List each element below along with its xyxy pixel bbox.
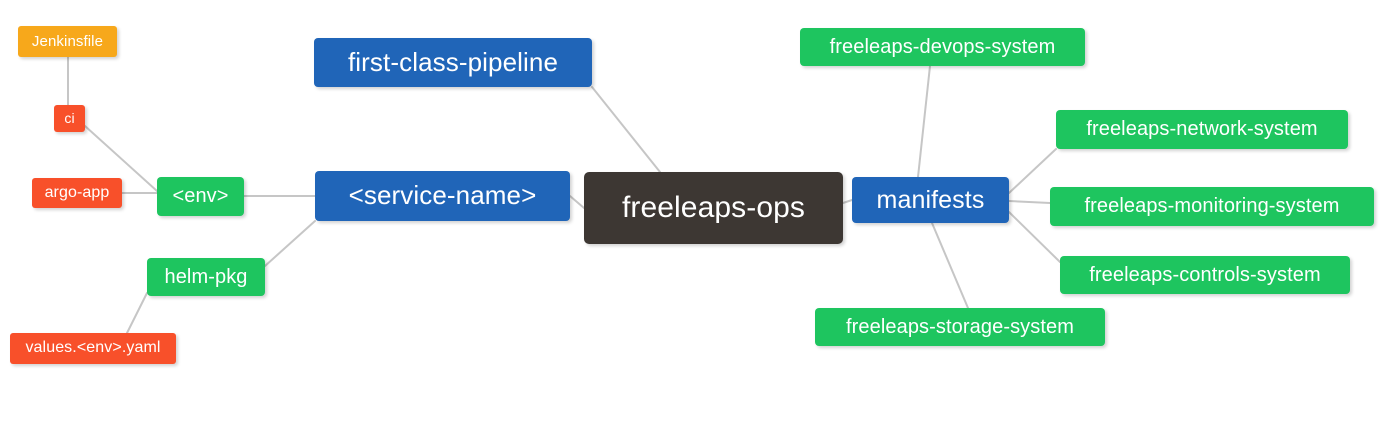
node-freeleaps-network-system[interactable]: freeleaps-network-system (1056, 110, 1348, 149)
node-label: helm-pkg (164, 265, 248, 288)
node-env[interactable]: <env> (157, 177, 244, 216)
node-label: freeleaps-controls-system (1089, 263, 1321, 286)
node-label: manifests (876, 185, 985, 214)
node-label: freeleaps-network-system (1086, 118, 1318, 140)
edge-service-name-to-helm-pkg (264, 220, 316, 267)
edge-manifests-to-freeleaps-devops-system (917, 65, 931, 178)
edge-freeleaps-ops-to-manifests (842, 199, 853, 204)
node-argo-app[interactable]: argo-app (32, 178, 122, 208)
node-label: freeleaps-storage-system (845, 315, 1075, 338)
node-values-env-yaml[interactable]: values.<env>.yaml (10, 333, 176, 364)
edge-helm-pkg-to-values-env-yaml (126, 292, 148, 334)
edge-freeleaps-ops-to-service-name (569, 195, 585, 209)
node-label: first-class-pipeline (347, 46, 559, 77)
node-freeleaps-ops[interactable]: freeleaps-ops (584, 172, 843, 244)
node-label: argo-app (44, 183, 110, 201)
node-label: <env> (172, 185, 229, 207)
edge-freeleaps-ops-to-first-class-pipeline (591, 86, 661, 173)
edge-manifests-to-freeleaps-storage-system (931, 222, 969, 309)
edge-manifests-to-freeleaps-network-system (1008, 148, 1057, 194)
node-freeleaps-controls-system[interactable]: freeleaps-controls-system (1060, 256, 1350, 294)
node-label: Jenkinsfile (31, 32, 104, 50)
node-label: freeleaps-devops-system (829, 35, 1056, 58)
node-label: freeleaps-monitoring-system (1084, 195, 1340, 217)
node-jenkinsfile[interactable]: Jenkinsfile (18, 26, 117, 57)
node-label: values.<env>.yaml (25, 339, 161, 357)
node-freeleaps-monitoring-system[interactable]: freeleaps-monitoring-system (1050, 187, 1374, 226)
node-label: <service-name> (348, 180, 537, 211)
node-label: ci (64, 110, 75, 127)
node-ci[interactable]: ci (54, 105, 85, 132)
node-manifests[interactable]: manifests (852, 177, 1009, 223)
node-freeleaps-storage-system[interactable]: freeleaps-storage-system (815, 308, 1105, 346)
node-first-class-pipeline[interactable]: first-class-pipeline (314, 38, 592, 87)
node-freeleaps-devops-system[interactable]: freeleaps-devops-system (800, 28, 1085, 66)
edge-manifests-to-freeleaps-monitoring-system (1008, 200, 1051, 204)
node-service-name[interactable]: <service-name> (315, 171, 570, 221)
node-label: freeleaps-ops (621, 191, 806, 225)
node-helm-pkg[interactable]: helm-pkg (147, 258, 265, 296)
